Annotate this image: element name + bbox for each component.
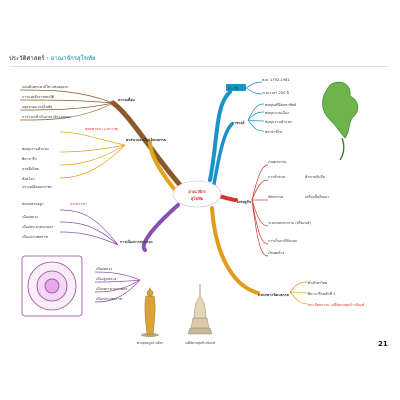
page-number: 21 <box>378 340 388 348</box>
king-item: พ่อขุนบานเมือง <box>265 110 289 116</box>
king-item: พ่อขุนศรีอินทราทิตย์ <box>265 102 296 108</box>
city-hierarchy-diagram <box>21 255 83 317</box>
statue-caption: พระพุทธรูปปางลีลา <box>137 341 164 346</box>
economy-item: หัตถกรรม <box>268 195 284 199</box>
center-node <box>172 180 222 208</box>
religion-branch-label: ศาสนาและศิลปวัฒนธรรม <box>126 137 167 142</box>
city-label: เมืองประเทศราช <box>96 296 122 301</box>
kings-connectors <box>247 103 265 132</box>
politics-item: เมืองหลวง <box>22 214 38 219</box>
breadcrumb: ประวัติศาสตร์ › อาณาจักรสุโขทัย <box>9 52 169 66</box>
economy-connectors <box>251 164 269 257</box>
economy-item: เงินพดด้วง <box>268 250 284 255</box>
legacy-item: สถาปัตยกรรม เจดีย์ทรงพุ่มข้าวบิณฑ์ <box>308 302 364 308</box>
politics-item: เมืองประเทศราช <box>22 234 48 239</box>
decline-branch-line <box>110 100 183 188</box>
economy-branch-label: เศรษฐกิจ <box>237 199 251 205</box>
subject-label: ประวัติศาสตร์ <box>9 55 45 62</box>
city-label: เมืองลูกหลวง <box>96 276 116 281</box>
history-item: พ.ศ. 1792-1981 <box>262 78 290 82</box>
thailand-map-south <box>339 137 345 161</box>
decline-item: การรวมเข้ากับอาณาจักรอยุธยา <box>22 114 71 120</box>
religion-item: ประเพณีลอยกระทง <box>22 184 52 189</box>
stupa-illustration <box>187 284 213 335</box>
center-title-line2: สุโขทัย <box>191 196 204 202</box>
politics-item: เมืองพระยามหานคร <box>22 224 53 229</box>
king-item: พระยาลิไท <box>265 129 282 134</box>
religion-item: พ่อขุนรามคำแหง <box>22 147 49 152</box>
religion-item: พุทธศาสนา (เถรวาท) <box>85 127 119 132</box>
city-label: เมืองหลวง <box>96 266 112 271</box>
religion-connectors <box>59 131 126 179</box>
city-connectors <box>94 271 141 303</box>
city-label: เมืองพระยามหานคร <box>96 286 127 291</box>
history-connectors <box>245 81 263 95</box>
legacy-branch-label: มรดกทางวัฒนธรรม <box>258 292 290 297</box>
decline-item: อยุธยาผนวกสุโขทัย <box>22 104 52 110</box>
history-tag <box>226 84 246 91</box>
history-item: ระยะเวลา 200 ปี <box>262 90 290 95</box>
legacy-item: ศิลาจารึกหลักที่ 1 <box>308 291 335 296</box>
breadcrumb-separator: › <box>46 55 49 62</box>
topic-label: อาณาจักรสุโขทัย <box>50 55 96 62</box>
economy-item: การเก็บภาษีจังกอบ <box>268 237 298 243</box>
politics-connectors <box>59 209 119 246</box>
legacy-connectors <box>289 281 309 305</box>
thailand-map-illustration <box>322 81 359 139</box>
decline-connectors <box>19 89 114 121</box>
legacy-item: ตัวอักษรไทย <box>308 280 327 285</box>
religion-item: ศิลาจารึก <box>22 157 37 161</box>
politics-branch-label: การเมืองการปกครอง <box>120 239 153 244</box>
header-rule <box>9 66 389 67</box>
politics-branch-line <box>141 203 180 252</box>
economy-item: เกษตรกรรม <box>268 160 287 164</box>
decline-item: การแย่งชิงราชสมบัติ <box>22 95 55 99</box>
economy-item: เครื่องปั้นดินเผา <box>305 194 329 199</box>
king-item: พ่อขุนรามคำแหง <box>265 120 292 125</box>
legacy-branch-line <box>210 206 260 295</box>
decline-branch-label: ความเสื่อม <box>118 97 135 102</box>
religion-item: ลายสือไทย <box>22 166 39 171</box>
kings-branch-label: ราชวงศ์ <box>232 120 245 125</box>
history-branch-label: ประวัติ <box>228 87 239 91</box>
kings-branch-line <box>212 122 234 186</box>
center-title-line1: อาณาจักร <box>188 189 206 194</box>
decline-item: แผ่นดินพระยาลิไท แห่งอยุธยา <box>22 84 69 90</box>
stupa-caption: เจดีย์ทรงพุ่มข้าวบิณฑ์ <box>185 341 215 346</box>
economy-item: ค้าขายกับจีน <box>305 174 326 179</box>
politics-item: พ่อปกครองลูก <box>22 202 44 206</box>
economy-item: ระบบชลประทาน (สรีดภงส์) <box>268 220 311 225</box>
religion-item: สังคโลก <box>22 176 35 181</box>
history-branch-line <box>208 90 232 182</box>
politics-item: ธรรมราชา <box>70 202 87 206</box>
religion-branch-line <box>148 140 177 192</box>
economy-item: การค้าขาย <box>268 174 285 179</box>
walking-buddha-statue-illustration <box>141 287 159 337</box>
